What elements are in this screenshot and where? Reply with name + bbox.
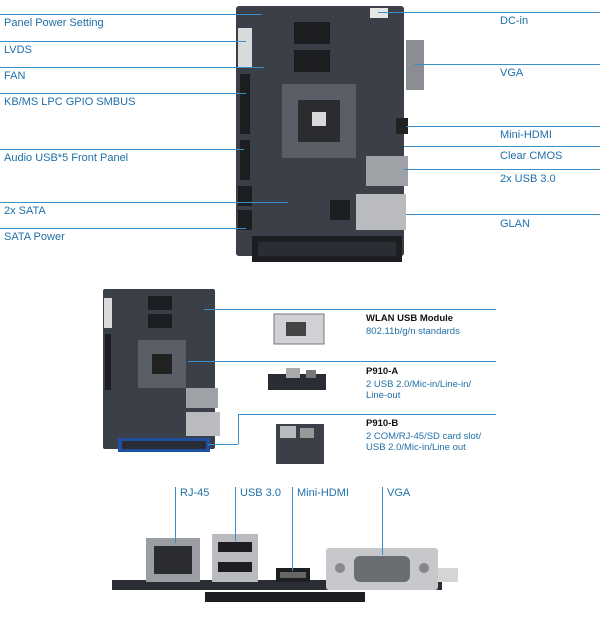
module-desc-p910a-line-2: Line-out [366,390,401,401]
leader-line [204,309,496,310]
label-mini-hdmi: Mini-HDMI [500,129,552,141]
label-2x-usb-3: 2x USB 3.0 [500,173,556,185]
leader-line [0,67,264,68]
leader-line [0,149,244,150]
label-glan: GLAN [500,218,530,230]
label-sata-power: SATA Power [4,231,65,243]
leader-line [382,487,383,555]
wlan-module-photo [273,313,325,345]
leader-line [0,93,246,94]
module-title-p910b: P910-B [366,418,399,429]
label-kb-ms-lpc-gpio-smbus: KB/MS LPC GPIO SMBUS [4,96,136,108]
main-board-top-view [236,6,424,262]
p910a-photo [268,368,326,390]
label-panel-power-setting: Panel Power Setting [4,17,104,29]
label-lvds: LVDS [4,44,32,56]
module-title-wlan: WLAN USB Module [366,313,454,324]
module-desc-p910b-line-2: USB 2.0/Mic-in/Line out [366,442,466,453]
label-fan: FAN [4,70,26,82]
leader-line [0,41,246,42]
leader-line [406,214,600,215]
leader-line [0,14,262,15]
leader-line [292,487,293,571]
leader-line [238,414,239,444]
leader-line [188,361,496,362]
leader-line [175,487,176,543]
leader-line [406,126,600,127]
label-usb-3: USB 3.0 [240,487,281,499]
label-2x-sata: 2x SATA [4,205,46,217]
module-desc-wlan: 802.11b/g/n standards [366,326,460,337]
p910b-photo [276,424,324,464]
module-desc-p910b-line-1: 2 COM/RJ-45/SD card slot/ [366,431,482,442]
main-board-small-view [103,289,220,452]
leader-line [0,202,288,203]
module-desc-p910a-line-1: 2 USB 2.0/Mic-in/Line-in/ [366,379,472,390]
label-rj-45: RJ-45 [180,487,210,499]
module-title-p910a: P910-A [366,366,399,377]
label-vga: VGA [500,67,524,79]
io-panel-side-view [112,534,458,602]
leader-line [0,228,246,229]
label-dc-in: DC-in [500,15,529,27]
leader-line [235,487,236,541]
label-clear-cmos: Clear CMOS [500,150,563,162]
leader-line [238,414,496,415]
leader-line [378,12,600,13]
label-vga-bottom: VGA [387,487,411,499]
leader-line [414,64,600,65]
leader-line [404,169,600,170]
label-audio-usb-front-panel: Audio USB*5 Front Panel [4,152,129,164]
leader-line [208,444,238,445]
leader-line [404,146,600,147]
label-mini-hdmi-bottom: Mini-HDMI [297,487,349,499]
